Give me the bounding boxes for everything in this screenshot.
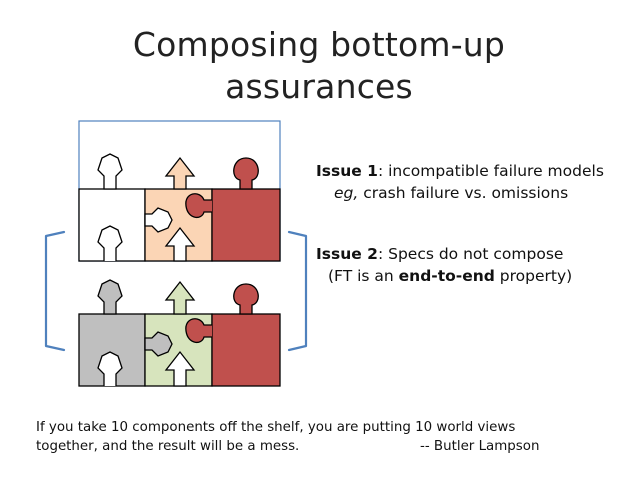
issue-2-text: : Specs do not compose bbox=[377, 245, 564, 263]
issue-1-example: eg, crash failure vs. omissions bbox=[316, 182, 604, 204]
issue-1-example-text: crash failure vs. omissions bbox=[358, 184, 569, 202]
issue-1-line: Issue 1: incompatible failure models bbox=[316, 162, 604, 180]
title-line-1: Composing bottom-up bbox=[132, 25, 506, 64]
bottom-gray-piece bbox=[78, 279, 146, 387]
issue-2-label: Issue 2 bbox=[316, 245, 378, 263]
issue-2-note: (FT is an end-to-end property) bbox=[316, 265, 572, 287]
left-bracket bbox=[44, 230, 66, 352]
right-bracket bbox=[287, 230, 308, 352]
quote-line-1: If you take 10 components off the shelf,… bbox=[36, 420, 516, 435]
quote-author: -- Butler Lampson bbox=[420, 439, 540, 454]
issue-2-block: Issue 2: Specs do not compose (FT is an … bbox=[316, 243, 572, 287]
issue-1-block: Issue 1: incompatible failure models eg,… bbox=[316, 160, 604, 204]
issue-1-example-prefix: eg, bbox=[334, 184, 359, 202]
top-red-piece bbox=[185, 157, 281, 262]
top-white-piece bbox=[78, 153, 146, 262]
issue-1-label: Issue 1 bbox=[316, 162, 378, 180]
slide-title: Composing bottom-up assurances bbox=[0, 24, 638, 108]
title-line-2: assurances bbox=[225, 67, 413, 106]
issue-2-line: Issue 2: Specs do not compose bbox=[316, 245, 563, 263]
issue-2-note-prefix: (FT is an bbox=[328, 267, 399, 285]
quote-block: If you take 10 components off the shelf,… bbox=[36, 418, 539, 456]
quote-line-2: together, and the result will be a mess. bbox=[36, 439, 300, 454]
bottom-red-piece bbox=[185, 283, 281, 387]
issue-2-note-suffix: property) bbox=[494, 267, 573, 285]
issue-1-text: : incompatible failure models bbox=[377, 162, 604, 180]
issue-2-note-bold: end-to-end bbox=[398, 267, 495, 285]
